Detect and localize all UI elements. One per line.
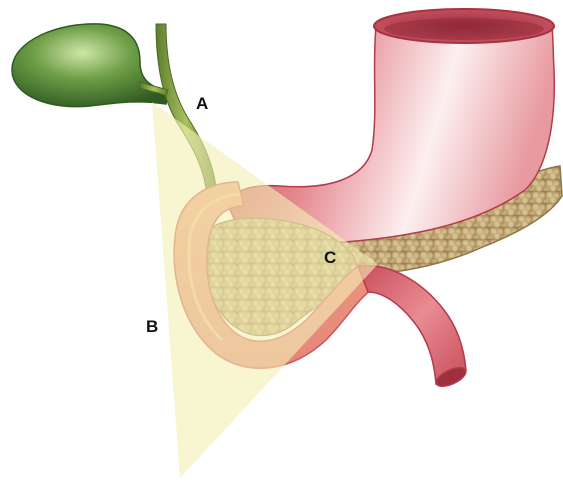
gallbladder	[12, 24, 168, 107]
label-a: A	[196, 94, 208, 113]
label-b: B	[146, 317, 158, 336]
anatomic-triangle	[152, 102, 378, 478]
jejunum	[358, 266, 468, 391]
label-c: C	[324, 248, 336, 267]
